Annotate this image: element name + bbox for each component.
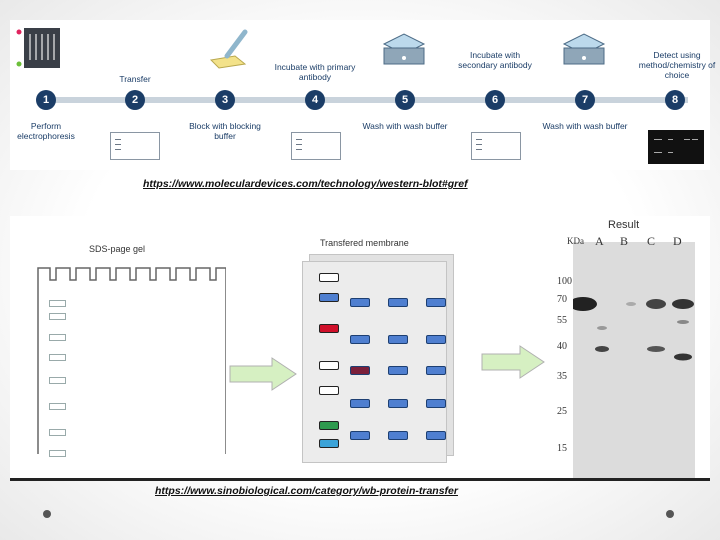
- step-3: 3: [215, 90, 235, 110]
- electrophoresis-icon: [16, 28, 60, 68]
- mw-marker: 70: [557, 294, 567, 305]
- membrane-thumbnail: [110, 132, 160, 160]
- western-blot-result: Result KDa A B C D 100 70 55 40 35 25 15: [545, 216, 710, 480]
- detected-blot-thumbnail: [648, 130, 704, 164]
- gel-band: [49, 300, 66, 307]
- gel-title: SDS-page gel: [89, 244, 146, 254]
- mw-marker: 35: [557, 371, 567, 382]
- step-7-label: Wash with wash buffer: [542, 121, 628, 131]
- transfered-membrane: [302, 261, 447, 463]
- membrane-band: [388, 399, 408, 408]
- membrane-band: [426, 298, 446, 307]
- slide-dot-left: [43, 510, 51, 518]
- membrane-band: [426, 366, 446, 375]
- membrane-band: [426, 399, 446, 408]
- mw-marker: 25: [557, 406, 567, 417]
- gel-band: [49, 377, 66, 384]
- divider-line: [10, 478, 710, 481]
- membrane-thumbnail: [291, 132, 341, 160]
- membrane-band: [350, 298, 370, 307]
- membrane-band: [388, 366, 408, 375]
- gel-band: [49, 450, 66, 457]
- rocker-icon-2: [562, 33, 606, 65]
- source-link-moleculardevices[interactable]: https://www.moleculardevices.com/technol…: [143, 178, 468, 190]
- blot-film: [569, 242, 695, 478]
- step-4: 4: [305, 90, 325, 110]
- membrane-band: [319, 324, 339, 333]
- step-5: 5: [395, 90, 415, 110]
- step-6: 6: [485, 90, 505, 110]
- membrane-band: [426, 335, 446, 344]
- step-8-label: Detect using method/chemistry of choice: [638, 50, 716, 80]
- membrane-band: [350, 431, 370, 440]
- membrane-band: [319, 386, 339, 395]
- membrane-band: [319, 421, 339, 430]
- transfer-arrow-icon: [229, 357, 297, 391]
- sds-page-gel: [37, 267, 226, 454]
- gel-band: [49, 354, 66, 361]
- workflow-timeline: [40, 97, 688, 103]
- step-5-label: Wash with wash buffer: [362, 121, 448, 131]
- result-arrow-icon: [481, 345, 545, 379]
- membrane-band: [350, 399, 370, 408]
- blot-bands: [569, 297, 694, 361]
- western-blot-workflow: 1 2 3 4 5 6 7 8 Perform electrophoresis …: [10, 20, 715, 170]
- lane-c: C: [647, 234, 656, 248]
- step-7: 7: [575, 90, 595, 110]
- lane-b: B: [620, 234, 629, 248]
- step-6-label: Incubate with secondary antibody: [458, 50, 532, 70]
- kda-label: KDa: [567, 236, 584, 246]
- step-4-label: Incubate with primary antibody: [274, 62, 356, 82]
- transfer-diagram: SDS-page gel Transfered membrane: [10, 216, 545, 480]
- rocker-icon-1: [382, 33, 426, 65]
- membrane-band: [388, 431, 408, 440]
- step-1: 1: [36, 90, 56, 110]
- membrane-band: [388, 298, 408, 307]
- membrane-band: [319, 439, 339, 448]
- mw-marker: 15: [557, 443, 567, 454]
- gel-band: [49, 334, 66, 341]
- membrane-thumbnail: [471, 132, 521, 160]
- membrane-band: [350, 335, 370, 344]
- mw-marker: 55: [557, 315, 567, 326]
- membrane-band: [319, 293, 339, 302]
- source-link-sinobiological[interactable]: https://www.sinobiological.com/category/…: [155, 485, 458, 497]
- mw-marker: 40: [557, 341, 567, 352]
- step-2-label: Transfer: [119, 74, 151, 84]
- lane-a: A: [595, 234, 604, 248]
- gel-band: [49, 313, 66, 320]
- membrane-band: [350, 366, 370, 375]
- membrane-band: [426, 431, 446, 440]
- membrane-band: [388, 335, 408, 344]
- lane-d: D: [673, 234, 682, 248]
- pipette-icon: [209, 29, 248, 69]
- result-title: Result: [608, 219, 640, 231]
- mw-marker: 100: [557, 276, 572, 287]
- membrane-band: [319, 361, 339, 370]
- step-1-label: Perform electrophoresis: [17, 121, 75, 141]
- membrane-title: Transfered membrane: [320, 238, 409, 248]
- gel-band: [49, 403, 66, 410]
- step-3-label: Block with blocking buffer: [189, 121, 261, 141]
- gel-band: [49, 429, 66, 436]
- step-2: 2: [125, 90, 145, 110]
- slide-dot-right: [666, 510, 674, 518]
- step-8: 8: [665, 90, 685, 110]
- membrane-band: [319, 273, 339, 282]
